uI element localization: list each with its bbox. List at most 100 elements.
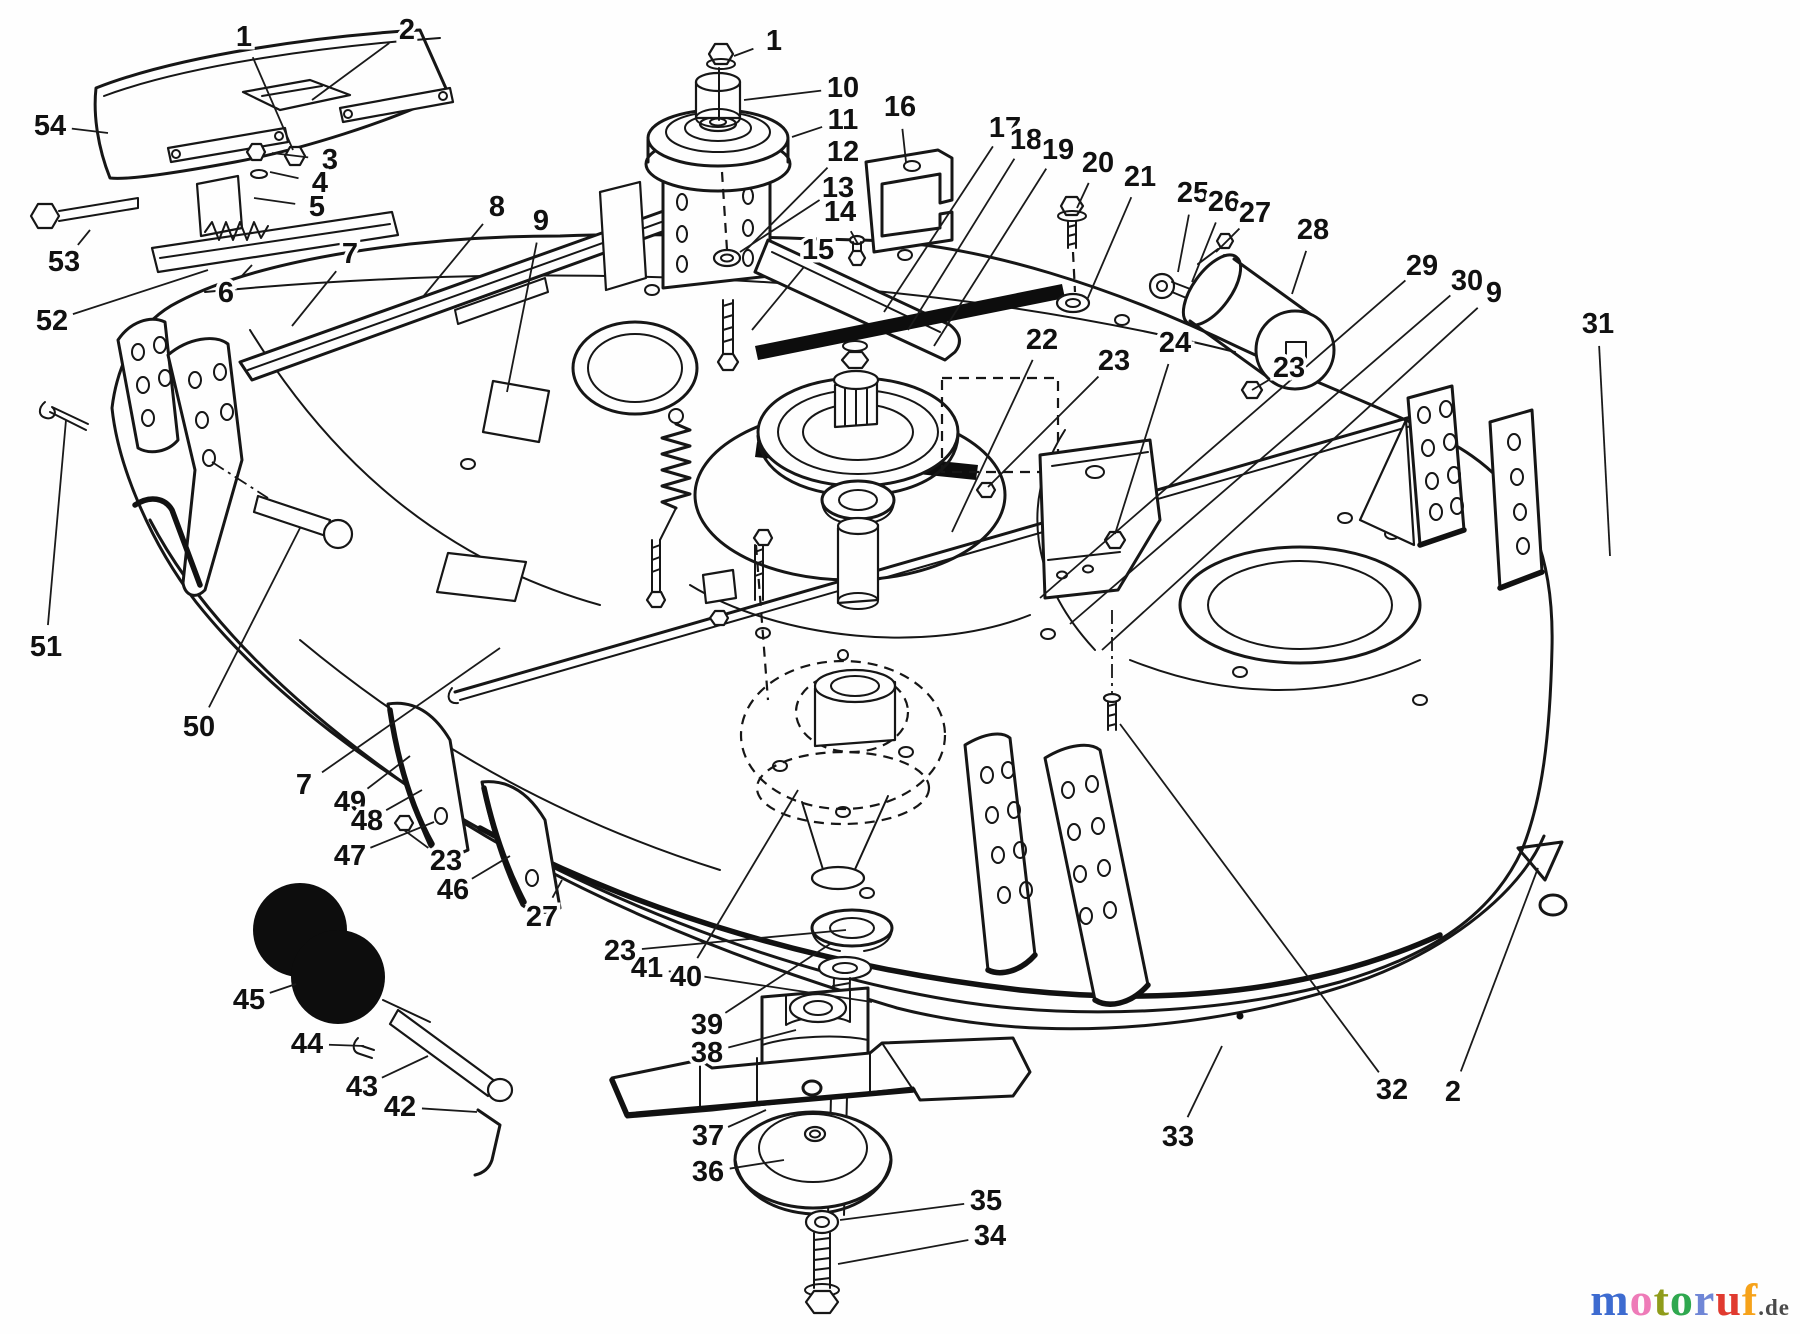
bolt-27 — [1215, 232, 1235, 250]
part-label-16: 16 — [884, 91, 916, 123]
leader-line-22 — [951, 359, 1034, 533]
link-25 — [1148, 272, 1176, 300]
cylinder-28-back — [1181, 253, 1243, 327]
part-label-43: 43 — [346, 1071, 378, 1103]
leader-line-42 — [421, 1107, 478, 1113]
nut-23c — [393, 814, 415, 832]
leader-line-52 — [72, 269, 209, 316]
watermark-letter: u — [1715, 1274, 1742, 1325]
part-label-9: 9 — [1486, 277, 1502, 309]
part-label-21: 21 — [1124, 161, 1156, 193]
part-label-39: 39 — [691, 1009, 723, 1041]
top-spindle-assembly — [598, 42, 954, 372]
part-label-2: 2 — [1445, 1076, 1461, 1108]
leader-line-2 — [1459, 867, 1539, 1072]
part-label-40: 40 — [670, 961, 702, 993]
watermark-word: motoruf — [1590, 1274, 1758, 1325]
part-label-1: 1 — [766, 25, 782, 57]
part-label-19: 19 — [1042, 134, 1074, 166]
part-label-1: 1 — [236, 21, 252, 53]
leader-line-23 — [987, 375, 1100, 488]
leader-line-1 — [251, 56, 294, 151]
front-baffles — [386, 701, 562, 914]
gauge-wheels-and-rods — [253, 883, 514, 1177]
watermark-letter: o — [1669, 1274, 1694, 1325]
washer-4 — [250, 169, 268, 179]
gauge-wheel — [291, 930, 385, 1024]
part-label-23: 23 — [430, 845, 462, 877]
leader-line-28 — [1291, 250, 1307, 295]
part-label-14: 14 — [824, 196, 856, 228]
part-label-48: 48 — [351, 805, 383, 837]
leader-line-51 — [47, 419, 67, 626]
part-label-27: 27 — [526, 901, 558, 933]
part-label-9: 9 — [533, 205, 549, 237]
leader-line-39 — [724, 943, 831, 1014]
center-baffle-plates — [963, 610, 1151, 1007]
part-label-47: 47 — [334, 840, 366, 872]
part-label-12: 12 — [827, 136, 859, 168]
part-label-4: 4 — [312, 167, 328, 199]
leader-line-23 — [1251, 378, 1271, 391]
leader-line-16 — [901, 128, 907, 163]
leader-line-11 — [791, 126, 823, 138]
part-label-50: 50 — [183, 711, 215, 743]
part-label-42: 42 — [384, 1091, 416, 1123]
leader-line-43 — [381, 1055, 429, 1079]
watermark-suffix: .de — [1758, 1295, 1790, 1320]
bottom-spindle-assembly — [739, 649, 947, 1216]
leader-line-30 — [1069, 294, 1451, 625]
tension-spring — [660, 422, 692, 510]
part-label-2: 2 — [399, 14, 415, 46]
part-label-5: 5 — [309, 191, 325, 223]
leader-line-32 — [1119, 723, 1380, 1073]
part-label-20: 20 — [1082, 147, 1114, 179]
center-pulley-assembly — [754, 340, 960, 701]
leader-line-23 — [641, 929, 847, 950]
bolt-53-head — [29, 202, 61, 230]
part-label-53: 53 — [48, 246, 80, 278]
grease-fitting-14 — [847, 249, 867, 267]
blade-bolt-34 — [804, 1289, 840, 1315]
part-label-10: 10 — [827, 72, 859, 104]
part-label-54: 54 — [34, 110, 66, 142]
watermark-letter: o — [1629, 1274, 1654, 1325]
part-label-22: 22 — [1026, 324, 1058, 356]
leader-line-2 — [311, 42, 390, 101]
leader-line-54 — [71, 127, 109, 134]
leader-line-7 — [321, 647, 501, 774]
belt-upper-run — [755, 284, 1065, 360]
part-label-31: 31 — [1582, 308, 1614, 340]
leader-line-33 — [1186, 1045, 1223, 1118]
leader-line-29 — [1039, 279, 1406, 599]
leader-line-53 — [77, 229, 91, 246]
part-label-38: 38 — [691, 1037, 723, 1069]
part-label-15: 15 — [802, 234, 834, 266]
leader-line-3 — [271, 152, 309, 159]
part-label-32: 32 — [1376, 1074, 1408, 1106]
leader-line-34 — [837, 1239, 969, 1265]
leader-line-13 — [739, 199, 821, 253]
blade-assembly — [609, 1036, 1032, 1315]
leader-line-5 — [253, 197, 296, 205]
part-label-6: 6 — [218, 277, 234, 309]
tension-spring-assembly — [645, 408, 774, 627]
bracket-16 — [864, 148, 954, 254]
leader-line-9 — [506, 242, 538, 393]
leader-line-35 — [839, 1202, 965, 1221]
leader-line-50 — [208, 527, 301, 708]
part-label-44: 44 — [291, 1028, 323, 1060]
leader-line-49 — [366, 755, 411, 790]
part-label-41: 41 — [631, 952, 663, 984]
watermark-letter: m — [1590, 1274, 1630, 1325]
deck-body — [110, 233, 1568, 1031]
part-label-7: 7 — [296, 769, 312, 801]
watermark-letter: f — [1741, 1274, 1759, 1325]
watermark-letter: r — [1693, 1274, 1716, 1325]
leader-line-21 — [1086, 196, 1133, 301]
leader-line-17 — [883, 145, 994, 313]
leader-line-47 — [370, 821, 435, 849]
leader-line-27 — [1215, 227, 1241, 253]
